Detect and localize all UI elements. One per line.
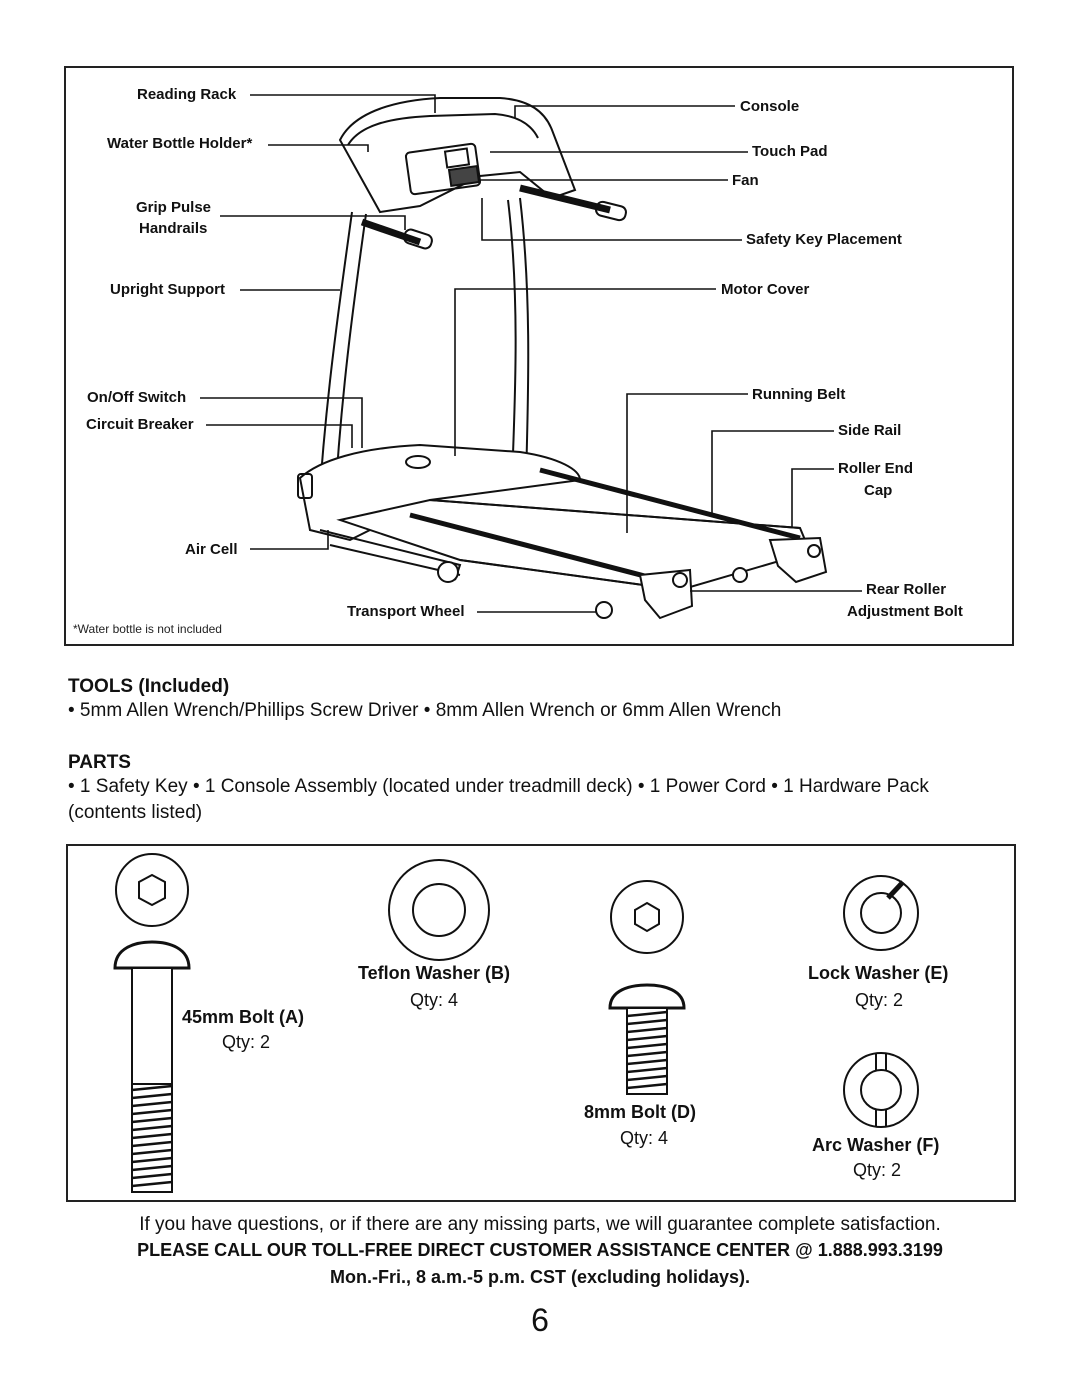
tools-heading: TOOLS (Included) xyxy=(68,676,230,697)
treadmill-diagram-frame xyxy=(64,66,1014,646)
bolt-a-qty: Qty: 2 xyxy=(222,1032,271,1052)
label-console: Console xyxy=(740,98,800,115)
arc-washer-f-icon xyxy=(843,1052,919,1128)
parts-list: • 1 Safety Key • 1 Console Assembly (loc… xyxy=(68,776,929,823)
label-water-bottle-holder: Water Bottle Holder* xyxy=(107,135,253,152)
bolt-d-qty: Qty: 4 xyxy=(620,1128,669,1148)
label-grip-pulse: Grip Pulse xyxy=(136,199,212,216)
bolt-a-name: 45mm Bolt (A) xyxy=(182,1007,305,1027)
label-on-off-switch: On/Off Switch xyxy=(87,389,187,406)
label-safety-key-placement: Safety Key Placement xyxy=(746,231,902,248)
bolt-d-side-icon xyxy=(608,983,686,1095)
footnote-water-bottle: *Water bottle is not included xyxy=(73,622,222,636)
teflon-washer-b-name: Teflon Washer (B) xyxy=(358,963,510,983)
label-motor-cover: Motor Cover xyxy=(721,281,810,298)
label-fan: Fan xyxy=(732,172,759,189)
parts-heading: PARTS xyxy=(68,752,131,773)
tools-list: • 5mm Allen Wrench/Phillips Screw Driver… xyxy=(68,700,782,721)
arc-washer-f-qty: Qty: 2 xyxy=(853,1160,902,1180)
label-circuit-breaker: Circuit Breaker xyxy=(86,416,194,433)
teflon-washer-b-qty: Qty: 4 xyxy=(410,990,459,1010)
hardware-frame xyxy=(66,844,1016,1202)
bolt-a-side-icon xyxy=(113,940,191,1193)
lock-washer-e-name: Lock Washer (E) xyxy=(808,963,949,983)
footer-phone-line: PLEASE CALL OUR TOLL-FREE DIRECT CUSTOME… xyxy=(137,1240,943,1260)
arc-washer-f-name: Arc Washer (F) xyxy=(812,1135,940,1155)
footer-guarantee-text: If you have questions, or if there are a… xyxy=(139,1214,941,1235)
bolt-d-head-icon xyxy=(610,880,684,954)
label-adjustment-bolt: Adjustment Bolt xyxy=(847,603,963,620)
lock-washer-e-icon xyxy=(843,875,919,951)
page-number: 6 xyxy=(531,1302,549,1338)
label-handrails: Handrails xyxy=(139,220,208,237)
label-running-belt: Running Belt xyxy=(752,386,846,403)
footer-hours: Mon.-Fri., 8 a.m.-5 p.m. CST (excluding … xyxy=(329,1267,751,1287)
bolt-d-name: 8mm Bolt (D) xyxy=(584,1102,696,1122)
label-reading-rack: Reading Rack xyxy=(137,86,237,103)
teflon-washer-b-icon xyxy=(388,859,490,961)
label-cap: Cap xyxy=(864,482,893,499)
label-transport-wheel: Transport Wheel xyxy=(347,603,465,620)
label-rear-roller: Rear Roller xyxy=(866,581,947,598)
label-side-rail: Side Rail xyxy=(838,422,902,439)
lock-washer-e-qty: Qty: 2 xyxy=(855,990,904,1010)
label-roller-end: Roller End xyxy=(838,460,914,477)
label-touch-pad: Touch Pad xyxy=(752,143,828,160)
bolt-a-head-icon xyxy=(115,853,189,927)
label-air-cell: Air Cell xyxy=(185,541,238,558)
label-upright-support: Upright Support xyxy=(110,281,225,298)
